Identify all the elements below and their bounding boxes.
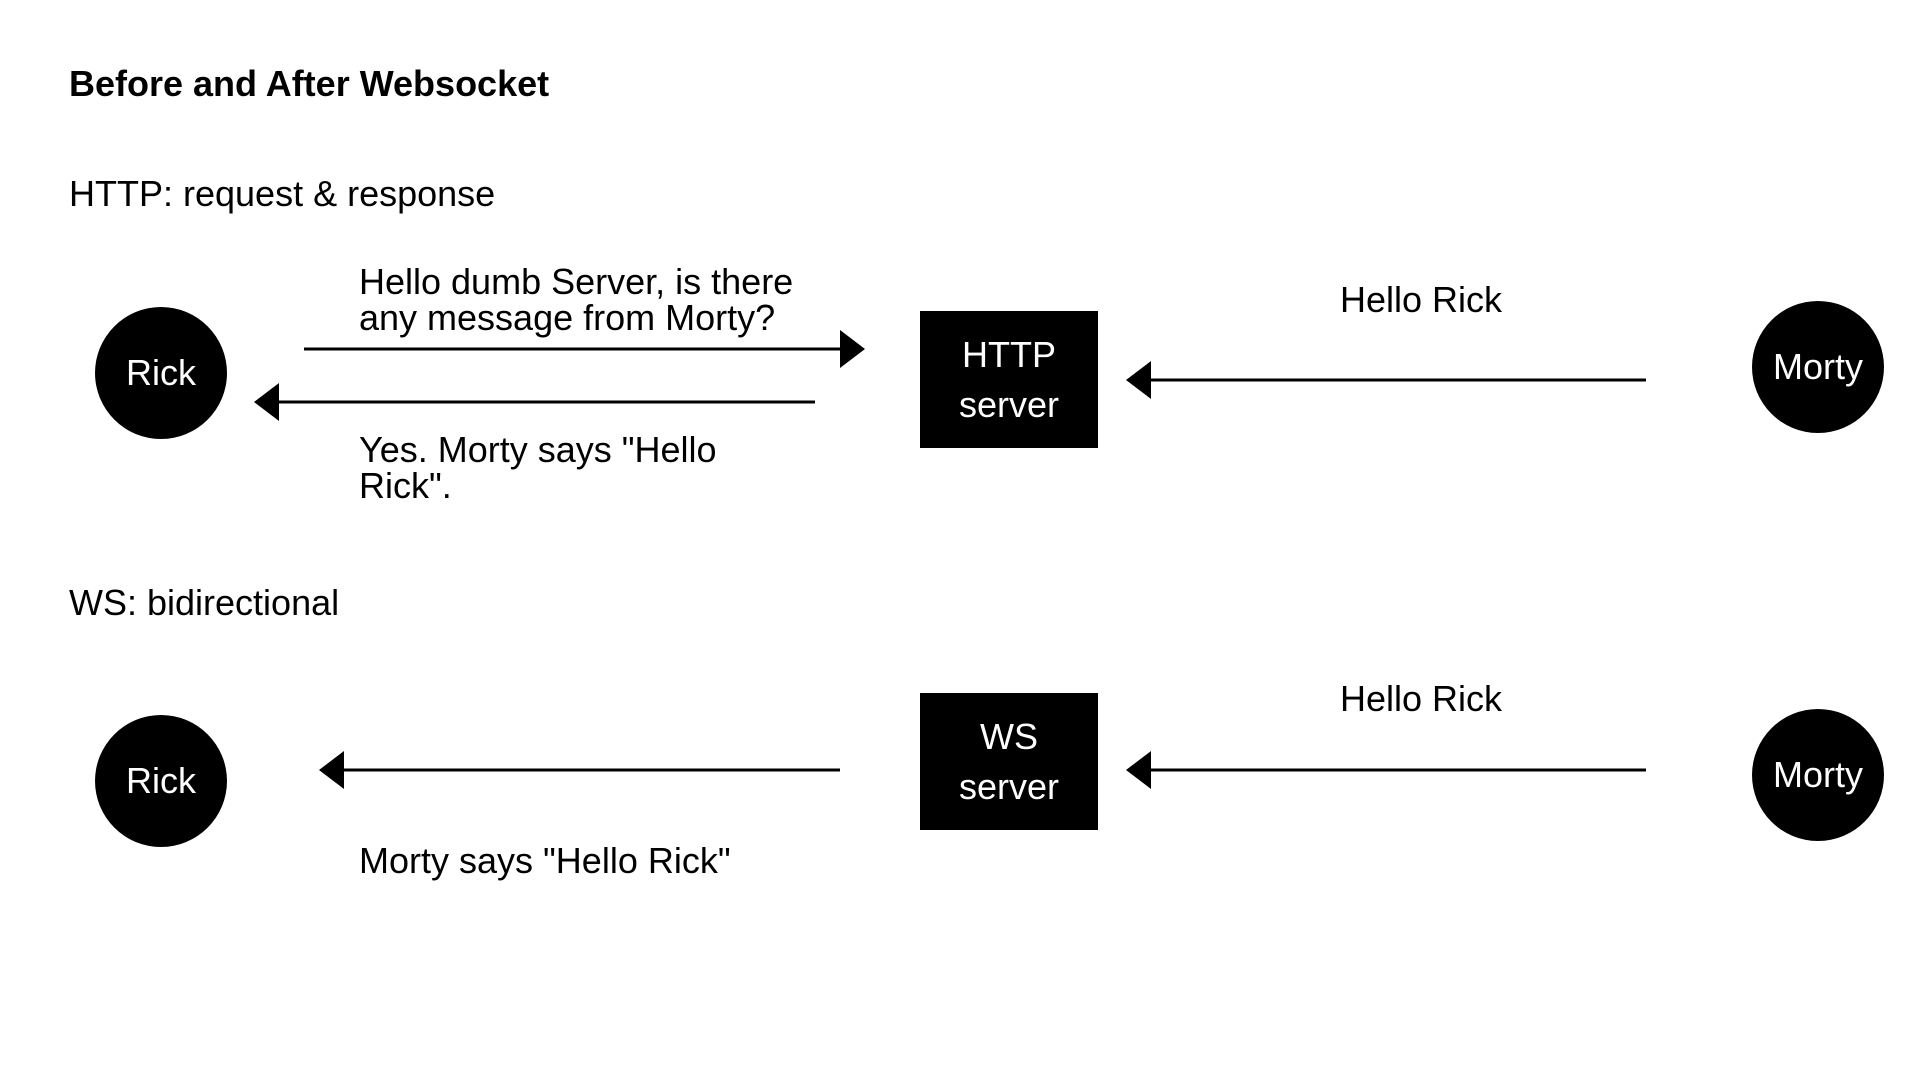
- http-peer-arrow: [1126, 361, 1646, 399]
- rick-node-http: Rick: [95, 307, 227, 439]
- http-peer-message: Hello Rick: [1340, 279, 1503, 320]
- morty-node-ws: Morty: [1752, 709, 1884, 841]
- ws-server-node: WS server: [920, 693, 1098, 830]
- http-response-arrow: [254, 383, 815, 421]
- http-request-message: Hello dumb Server, is there any message …: [359, 261, 794, 338]
- morty-node-http: Morty: [1752, 301, 1884, 433]
- rick-node-ws: Rick: [95, 715, 227, 847]
- morty-label: Morty: [1773, 754, 1863, 795]
- http-server-node: HTTP server: [920, 311, 1098, 448]
- morty-label: Morty: [1773, 346, 1863, 387]
- ws-section-label: WS: bidirectional: [69, 582, 340, 623]
- ws-push-message: Morty says "Hello Rick": [359, 840, 731, 881]
- rick-label: Rick: [126, 352, 196, 393]
- server-type-label: HTTP: [962, 333, 1056, 375]
- page-title: Before and After Websocket: [69, 63, 550, 104]
- ws-peer-message: Hello Rick: [1340, 678, 1503, 719]
- http-section-label: HTTP: request & response: [69, 173, 496, 214]
- rick-label: Rick: [126, 760, 196, 801]
- http-response-message: Yes. Morty says "Hello Rick".: [359, 429, 717, 506]
- ws-push-arrow: [319, 751, 840, 789]
- server-word-label: server: [958, 383, 1060, 425]
- server-word-label: server: [958, 765, 1060, 807]
- server-type-label: WS: [980, 715, 1038, 757]
- ws-peer-arrow: [1126, 751, 1646, 789]
